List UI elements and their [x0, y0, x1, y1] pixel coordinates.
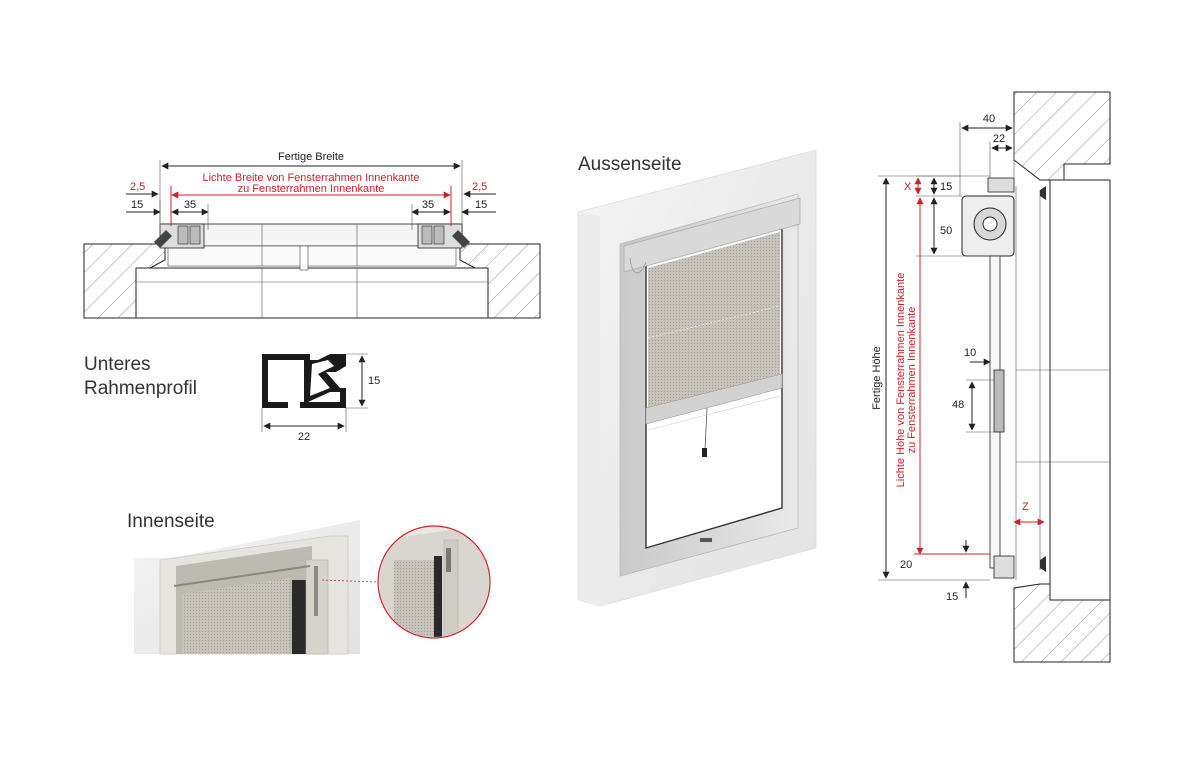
section-dim-15-top: 15 [940, 181, 952, 193]
section-dim-50: 50 [940, 225, 952, 237]
inside-view-section: Innenseite [127, 511, 491, 655]
profile-title-line1: Unteres [84, 354, 151, 375]
section-dim-40: 40 [983, 113, 995, 125]
left-side-profile [154, 223, 205, 249]
window-frame-box [135, 267, 489, 319]
inside-title: Innenseite [127, 511, 215, 532]
section-label-lichte-hoehe-2: zu Fensterrahmen Innenkante [906, 307, 918, 454]
section-label-z: Z [1022, 501, 1029, 513]
label-dim-2-5-left: 2,5 [130, 181, 145, 193]
profile-dim-height: 15 [368, 375, 380, 387]
screen-housing-plan [161, 223, 463, 247]
inside-side-rail [292, 580, 306, 654]
section-dim-10: 10 [964, 347, 976, 359]
section-dim-20: 20 [900, 559, 912, 571]
section-dim-22: 22 [993, 133, 1005, 145]
section-dim-15-bottom: 15 [946, 591, 958, 603]
section-label-lichte-hoehe-1: Lichte Höhe von Fensterrahmen Innenkante [895, 273, 907, 488]
section-label-x: X [904, 181, 912, 193]
label-lichte-breite-1: Lichte Breite von Fensterrahmen Innenkan… [202, 172, 419, 184]
label-dim-35-left: 35 [184, 199, 196, 211]
profile-dim-width: 22 [298, 431, 310, 443]
outside-view-section: Aussenseite [577, 149, 817, 607]
label-dim-15-right: 15 [475, 199, 487, 211]
label-dim-2-5-right: 2,5 [472, 181, 487, 193]
profile-title-line2: Rahmenprofil [84, 378, 197, 399]
bottom-profile-section: Unteres Rahmenprofil 15 22 [84, 353, 380, 443]
outside-cassette [623, 197, 801, 273]
section-label-fertige-hoehe: Fertige Höhe [871, 346, 883, 410]
top-plan-section: Fertige Breite Lichte Breite von Fenster… [83, 151, 541, 319]
label-fertige-breite: Fertige Breite [278, 151, 344, 163]
outside-title: Aussenseite [578, 154, 682, 175]
inside-mesh [182, 578, 290, 654]
right-side-profile [417, 223, 470, 249]
label-dim-15-left: 15 [131, 199, 143, 211]
outside-pull-cord [702, 448, 707, 457]
label-dim-35-right: 35 [422, 199, 434, 211]
outside-bottom-bar [645, 373, 783, 425]
vertical-section: 40 22 X 15 50 Fertige Höhe Lichte Höhe v… [871, 91, 1111, 663]
outside-mesh [648, 232, 780, 414]
section-dim-48: 48 [952, 399, 964, 411]
label-lichte-breite-2: zu Fensterrahmen Innenkante [238, 183, 385, 195]
section-reveal [1049, 179, 1111, 601]
section-wall-top [1013, 91, 1111, 181]
